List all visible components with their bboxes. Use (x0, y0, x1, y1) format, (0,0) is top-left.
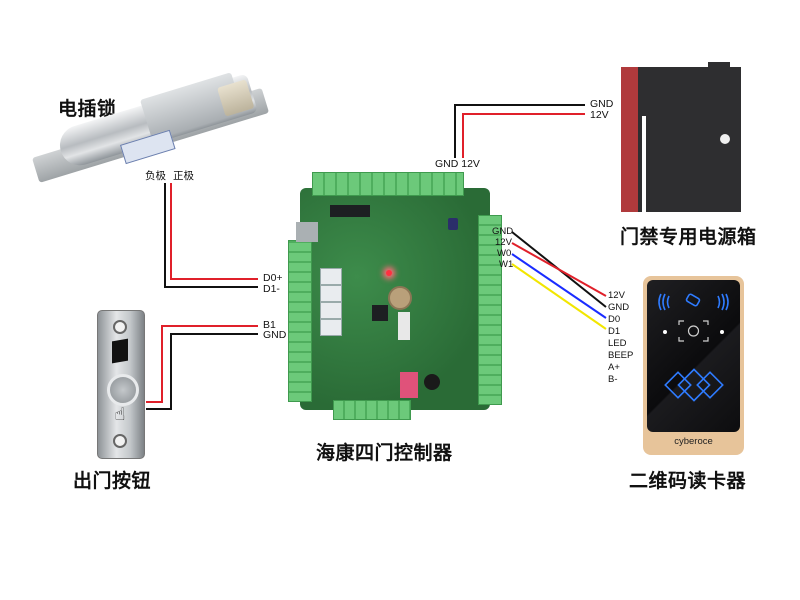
controller-buzzer (424, 374, 440, 390)
controller-relay-3 (320, 302, 342, 319)
controller-coin-battery (388, 286, 412, 310)
lock-terminal-positive: 正极 (173, 170, 194, 182)
lock-terminal-negative: 负极 (145, 170, 166, 182)
exit-button-screw-top (113, 320, 127, 334)
qr-scan-icon (678, 320, 709, 342)
power-box-title: 门禁专用电源箱 (620, 226, 757, 248)
controller-terminal-d1: D1- (263, 283, 280, 295)
controller-capacitor (448, 218, 458, 230)
controller-left-terminal-strip (288, 240, 312, 402)
card-reader-brand: cyberoce (674, 436, 713, 447)
controller-reader-gnd: GND (492, 226, 514, 237)
wire-reader-d1 (511, 263, 607, 330)
controller-relay-1 (320, 268, 342, 285)
power-box-door-gap (642, 116, 646, 212)
controller-power-terminals: GND 12V (435, 158, 480, 170)
reader-terminal-a-plus: A+ (608, 362, 620, 373)
reader-terminal-led: LED (608, 338, 627, 349)
wire-power-gnd (454, 104, 585, 158)
wire-lock-negative (164, 183, 258, 288)
controller-reader-12v: 12V (495, 237, 512, 248)
wire-reader-gnd (511, 231, 607, 308)
card-reader-icons (658, 293, 729, 402)
indicator-dot-left (663, 330, 667, 334)
controller-title: 海康四门控制器 (316, 442, 453, 464)
nfc-waves-icon (658, 293, 729, 311)
controller-relay-2 (320, 285, 342, 302)
controller-top-terminal-strip (312, 172, 464, 196)
controller-mcu-chip (372, 305, 388, 321)
controller-relay-4 (320, 319, 342, 336)
power-box-red-strip (621, 67, 638, 212)
controller-reader-w0: W0 (497, 248, 512, 259)
controller-rj45-port (296, 222, 318, 242)
controller-status-led (386, 270, 392, 276)
door-icon (112, 338, 128, 364)
reader-terminal-beep: BEEP (608, 350, 634, 361)
controller-reader-w1: W1 (499, 259, 514, 270)
controller-terminal-gnd: GND (263, 329, 287, 341)
exit-button-push (107, 374, 139, 406)
controller-relay-bank (330, 205, 370, 217)
indicator-dot-right (720, 330, 724, 334)
wire-lock-positive (170, 183, 258, 280)
controller-bottom-terminal-strip (333, 400, 411, 420)
reader-terminal-gnd: GND (608, 302, 630, 313)
wire-reader-d0 (511, 253, 607, 319)
exit-button-screw-bottom (113, 434, 127, 448)
wire-button-b1 (146, 325, 258, 403)
hand-press-icon: ☝ (114, 404, 126, 425)
electric-lock-title: 电插锁 (58, 98, 117, 120)
controller-right-terminal-strip (478, 215, 502, 405)
card-tap-icon (664, 368, 724, 402)
exit-button-title: 出门按钮 (73, 470, 152, 492)
card-reader-title: 二维码读卡器 (629, 470, 747, 492)
reader-terminal-12v: 12V (608, 290, 625, 301)
reader-terminal-d0: D0 (608, 314, 621, 325)
reader-terminal-d1: D1 (608, 326, 621, 337)
power-box-tab (708, 62, 730, 68)
wire-reader-12v (511, 242, 607, 297)
wire-button-gnd (146, 333, 258, 410)
power-box-terminal-12v: 12V (590, 109, 609, 121)
controller-module (398, 312, 410, 340)
power-box-lock-hole (720, 134, 730, 144)
reader-terminal-b-minus: B- (608, 374, 618, 385)
controller-dip-switch (400, 372, 418, 398)
power-box-terminal-gnd: GND (590, 98, 614, 110)
controller-terminal-d0: D0+ (263, 272, 283, 284)
wire-power-12v (462, 113, 585, 158)
controller-terminal-b1: B1 (263, 319, 276, 331)
